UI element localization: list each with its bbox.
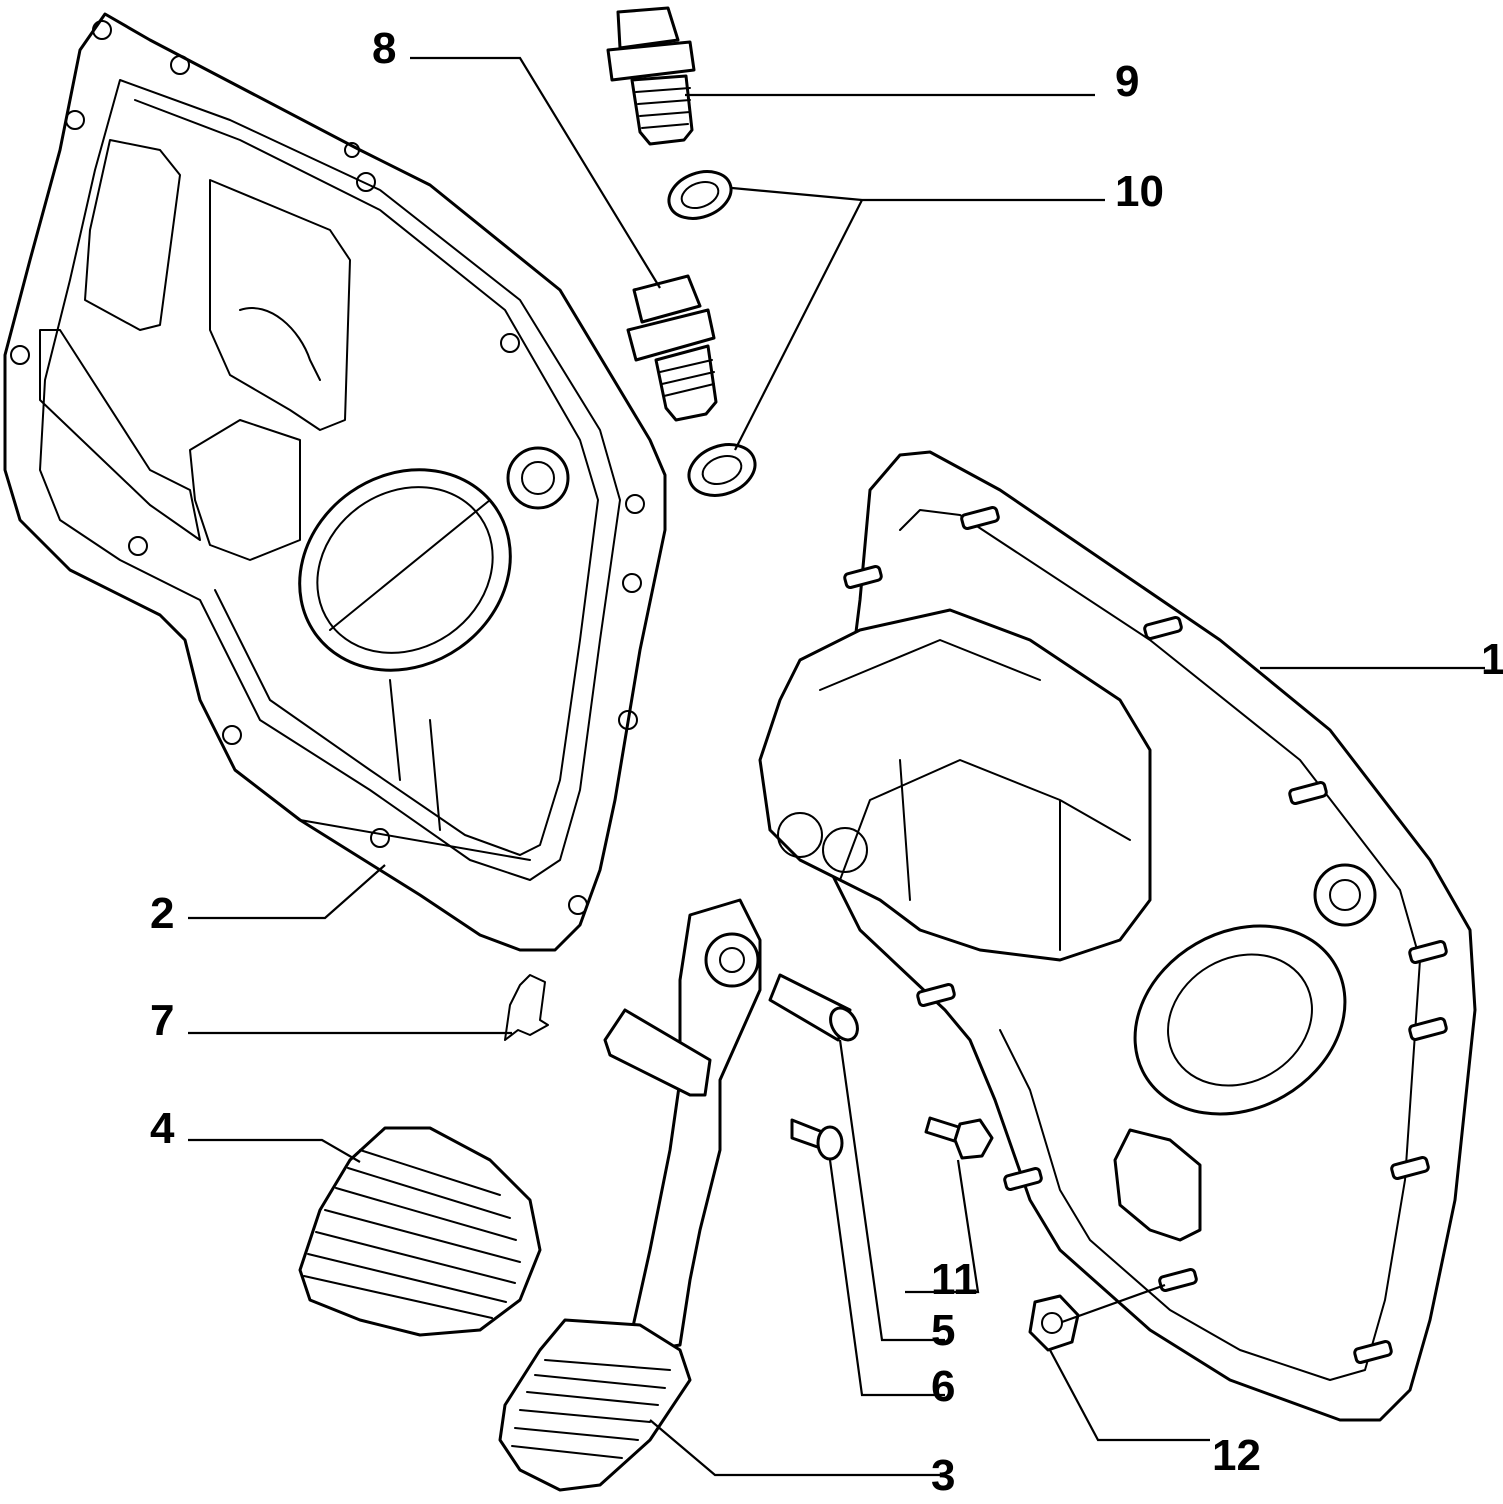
- part-2-plate-left: [3, 12, 667, 952]
- part-4-pedal-pad: [298, 1126, 542, 1337]
- callout-8: 8: [372, 24, 396, 73]
- callout-9: 9: [1115, 57, 1139, 106]
- part-9-switch-upper: [606, 6, 696, 146]
- leader-lines: [188, 56, 1485, 1477]
- callout-2: 2: [150, 889, 174, 938]
- callout-3: 3: [931, 1451, 955, 1500]
- part-3-pedal-arm: [498, 898, 762, 1492]
- part-5-sleeve: [768, 973, 859, 1042]
- part-6-pin: [790, 1118, 844, 1161]
- part-1-plate-right: [758, 450, 1477, 1422]
- callout-4: 4: [150, 1104, 175, 1153]
- callout-12: 12: [1212, 1431, 1261, 1480]
- callout-7: 7: [150, 996, 174, 1045]
- callout-11: 11: [931, 1255, 978, 1304]
- callout-labels: 1 2 3 4 5 6 7 8 9 10 11 12: [150, 24, 1503, 1500]
- callout-5: 5: [931, 1306, 955, 1355]
- part-7-clip: [504, 974, 549, 1041]
- callout-1: 1: [1481, 635, 1503, 684]
- part-8-switch-lower: [626, 274, 718, 422]
- callout-10: 10: [1115, 167, 1164, 216]
- part-12-nut: [1028, 1294, 1080, 1352]
- part-10-grommets: [667, 170, 757, 497]
- part-11-bolt: [924, 1116, 994, 1160]
- callout-6: 6: [931, 1362, 955, 1411]
